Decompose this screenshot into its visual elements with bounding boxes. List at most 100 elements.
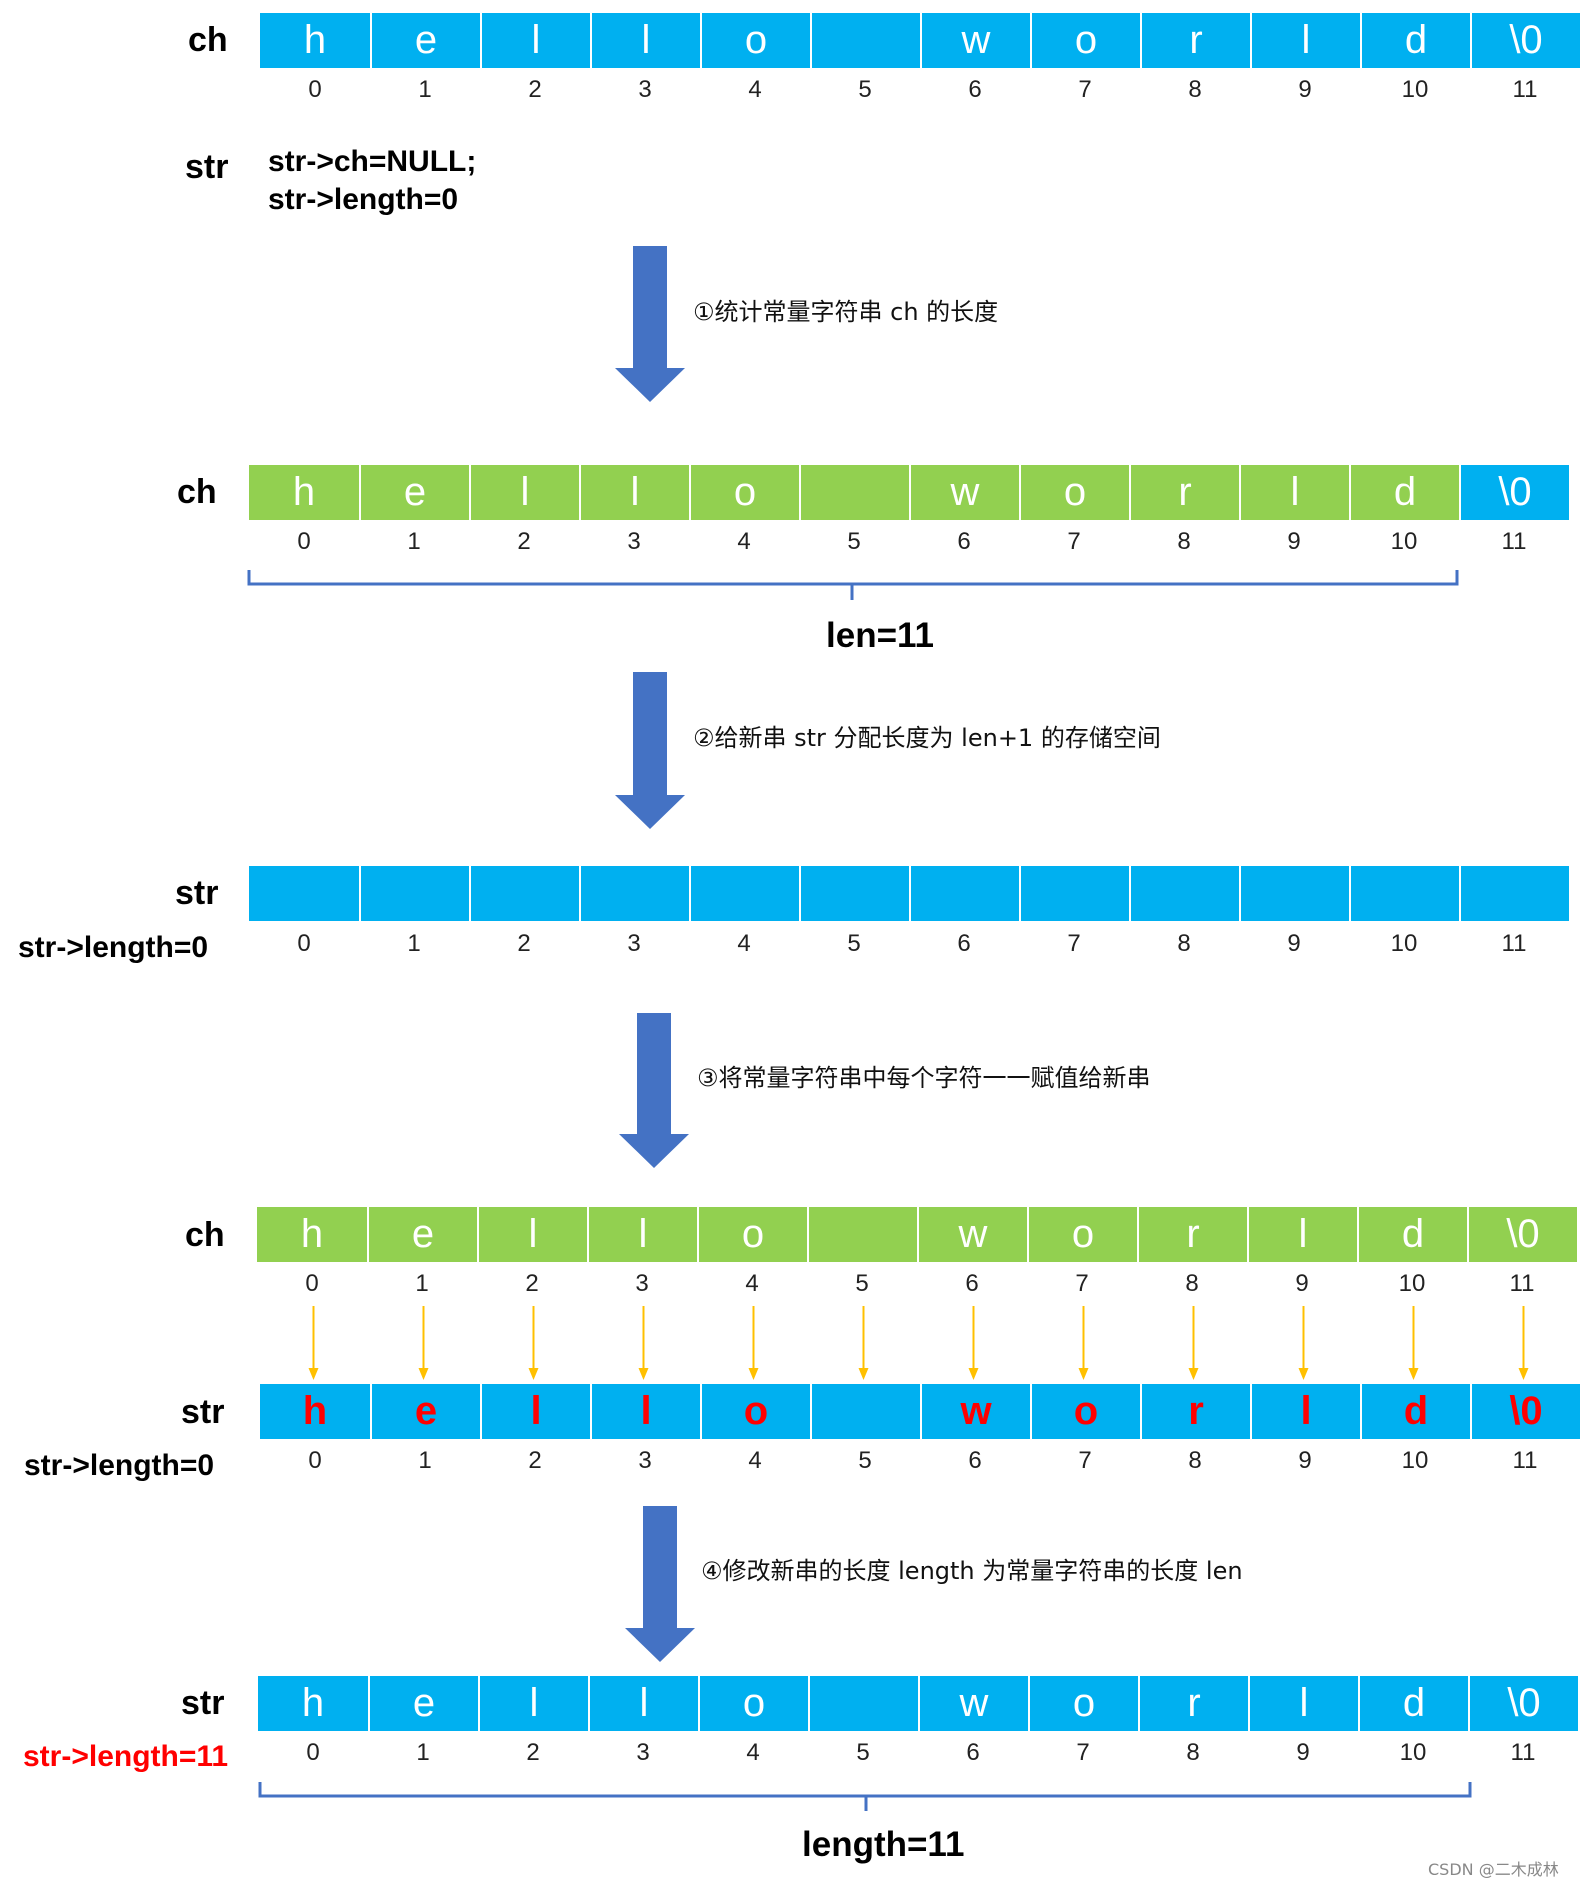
array-cell: r [1129, 465, 1239, 520]
array-cell [1019, 866, 1129, 921]
array-cell: h [260, 1384, 370, 1439]
array-cell: r [1138, 1676, 1248, 1731]
len-caption: len=11 [826, 616, 935, 655]
array-cell: \0 [1470, 13, 1580, 68]
code-line-ch-null: str->ch=NULL; [268, 145, 477, 178]
index-label: 0 [308, 76, 322, 103]
step-3-arrow-icon [619, 1013, 689, 1168]
array-cell [799, 465, 909, 520]
index-label: 5 [847, 930, 861, 957]
array-cell [1349, 866, 1459, 921]
index-label: 9 [1287, 930, 1301, 957]
array-cell [469, 866, 579, 921]
array-cell: o [1030, 1384, 1140, 1439]
array-cell: l [1250, 1384, 1360, 1439]
index-label: 0 [297, 528, 311, 555]
index-label: 4 [748, 76, 762, 103]
index-label: 7 [1078, 1447, 1092, 1474]
array-cell: o [700, 13, 810, 68]
array-cell: l [478, 1676, 588, 1731]
array-cell: d [1360, 1384, 1470, 1439]
array-cell: o [1028, 1676, 1138, 1731]
index-label: 6 [968, 1447, 982, 1474]
str-label-3: str [175, 874, 219, 912]
index-label: 6 [965, 1270, 979, 1297]
index-label: 11 [1509, 1270, 1535, 1297]
index-label: 6 [968, 76, 982, 103]
index-label: 7 [1067, 930, 1081, 957]
index-label: 11 [1512, 76, 1538, 103]
array-cell: l [469, 465, 579, 520]
index-label: 4 [737, 528, 751, 555]
array-cell [579, 866, 689, 921]
str-length-label-5: str->length=11 [23, 1740, 229, 1773]
index-label: 0 [305, 1270, 319, 1297]
code-line-length-zero: str->length=0 [268, 183, 459, 216]
array-cell: l [588, 1676, 698, 1731]
index-label: 7 [1075, 1270, 1089, 1297]
array-cell: h [258, 1676, 368, 1731]
array-cell: d [1357, 1207, 1467, 1262]
copy-arrow-head-icon [418, 1368, 429, 1380]
index-label: 7 [1067, 528, 1081, 555]
step-2-arrow-icon [615, 672, 685, 829]
array-cell: e [368, 1676, 478, 1731]
array-cell [249, 866, 359, 921]
array-cell: e [359, 465, 469, 520]
step-1-text: ①统计常量字符串 ch 的长度 [693, 298, 999, 326]
str-length-label-3: str->length=0 [18, 931, 209, 964]
index-label: 2 [526, 1739, 540, 1766]
array-cell [810, 13, 920, 68]
index-label: 1 [415, 1270, 429, 1297]
array-cell: o [1027, 1207, 1137, 1262]
ch-label-2: ch [177, 473, 217, 511]
copy-arrow-head-icon [638, 1368, 649, 1380]
index-label: 3 [635, 1270, 649, 1297]
array-cell: o [697, 1207, 807, 1262]
index-label: 5 [855, 1270, 869, 1297]
array-cell [909, 866, 1019, 921]
array-cell: o [700, 1384, 810, 1439]
array-cell [799, 866, 909, 921]
step-1-arrow-icon [615, 246, 685, 402]
index-label: 9 [1296, 1739, 1310, 1766]
array-cell [1129, 866, 1239, 921]
index-label: 1 [407, 930, 421, 957]
index-label: 5 [858, 76, 872, 103]
index-label: 9 [1298, 76, 1312, 103]
copy-arrow-head-icon [1518, 1368, 1529, 1380]
length-caption: length=11 [802, 1825, 965, 1864]
copy-arrows [308, 1306, 1529, 1380]
array-cell: e [367, 1207, 477, 1262]
array-cell: o [1019, 465, 1129, 520]
array-cell: l [590, 13, 700, 68]
copy-arrow-head-icon [1078, 1368, 1089, 1380]
array-cell: l [1247, 1207, 1357, 1262]
copy-arrow-head-icon [308, 1368, 319, 1380]
array-cell: r [1137, 1207, 1247, 1262]
len-brace-icon [247, 570, 1459, 600]
index-label: 7 [1076, 1739, 1090, 1766]
index-label: 8 [1186, 1739, 1200, 1766]
str-label-5: str [181, 1684, 225, 1722]
index-label: 11 [1501, 528, 1527, 555]
array-cell: h [249, 465, 359, 520]
copy-arrow-head-icon [858, 1368, 869, 1380]
array-cell: d [1360, 13, 1470, 68]
array-cell: l [1248, 1676, 1358, 1731]
index-label: 2 [517, 930, 531, 957]
array-cell: d [1358, 1676, 1468, 1731]
index-label: 3 [627, 930, 641, 957]
array-cell: r [1140, 13, 1250, 68]
index-label: 8 [1185, 1270, 1199, 1297]
ch-label-4: ch [185, 1216, 225, 1254]
index-label: 3 [627, 528, 641, 555]
step-4-text: ④修改新串的长度 length 为常量字符串的长度 len [701, 1557, 1243, 1585]
array-cell: l [477, 1207, 587, 1262]
array-cell: h [260, 13, 370, 68]
array-cell [1239, 866, 1349, 921]
array-cell: l [1239, 465, 1349, 520]
index-label: 2 [525, 1270, 539, 1297]
